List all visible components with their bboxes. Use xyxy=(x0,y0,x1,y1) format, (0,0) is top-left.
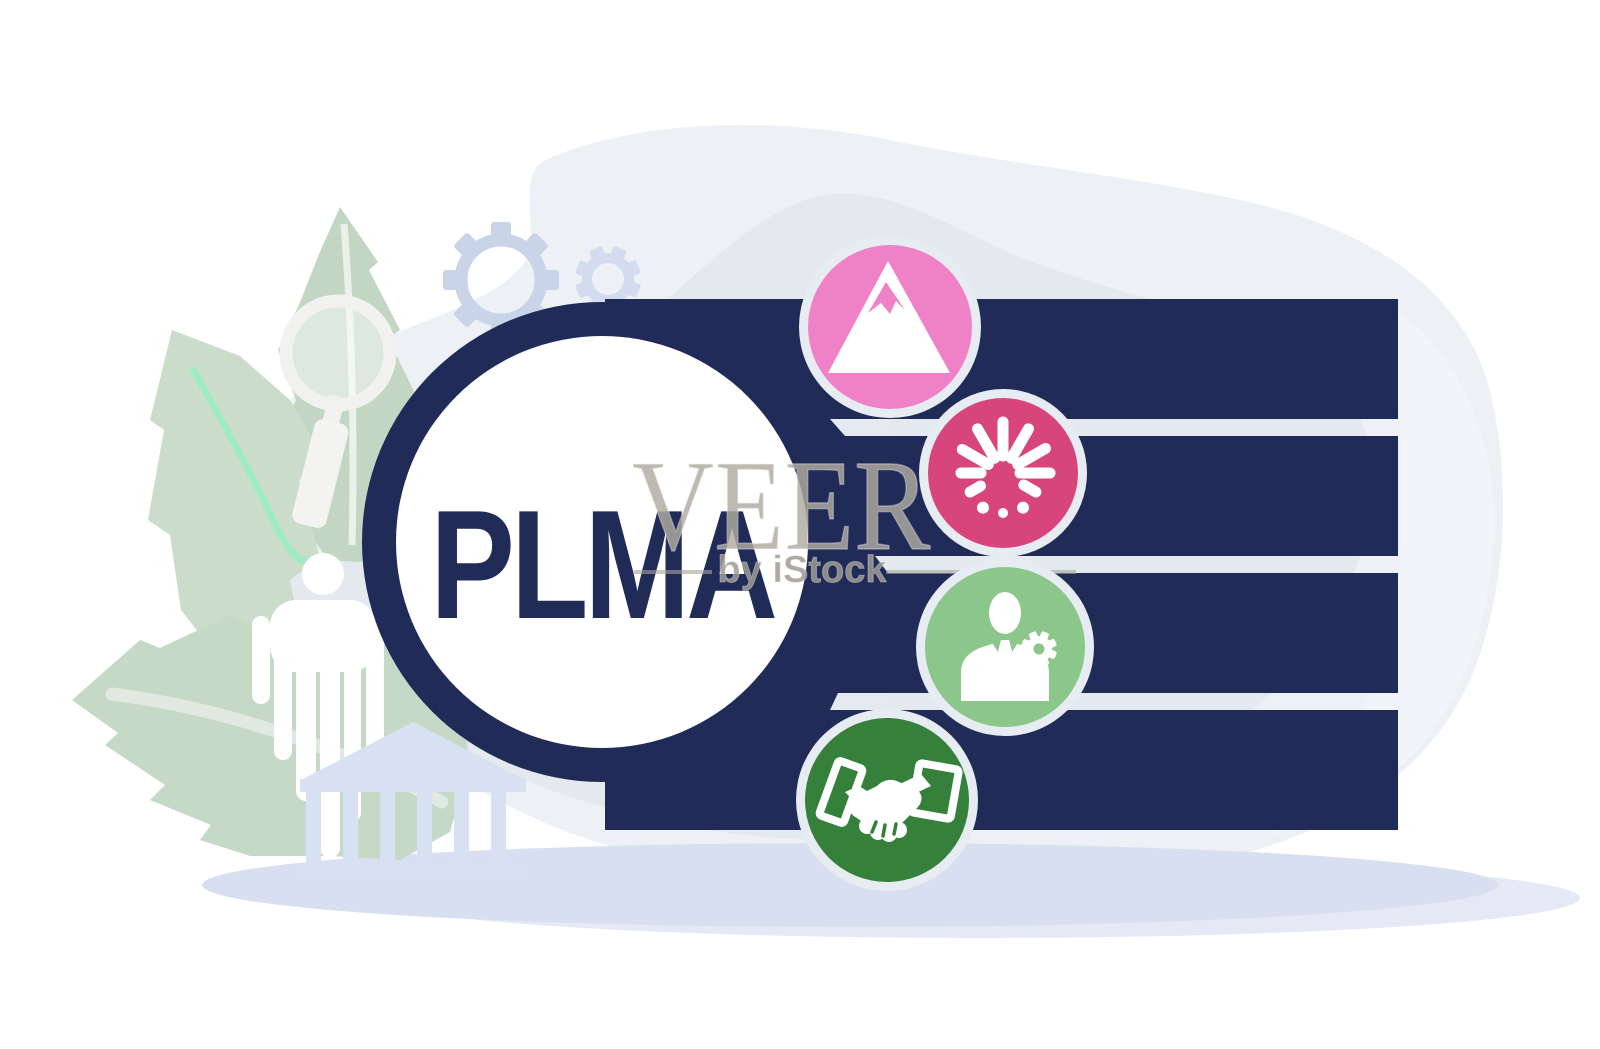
ground-shadow xyxy=(202,843,1498,927)
leaf-left xyxy=(148,330,330,656)
loading-spinner-icon xyxy=(955,416,1056,518)
watermark-rule-left xyxy=(634,570,712,574)
manager-gear-icon xyxy=(961,592,1057,701)
watermark-brand: VEER xyxy=(631,434,931,578)
magnifier-icon xyxy=(279,294,397,528)
handshake-icon xyxy=(815,757,963,842)
building-icon xyxy=(298,722,528,878)
acronym-text: PLMA xyxy=(430,478,778,651)
background-blob-highlight xyxy=(1268,300,1494,836)
watermark-byline: by iStock xyxy=(717,549,887,592)
load-circle xyxy=(928,398,1078,548)
leaf-tall-vein xyxy=(340,223,357,546)
leaf-accent-vein xyxy=(189,366,310,564)
panel-gap-3 xyxy=(830,693,890,710)
peak-circle xyxy=(808,245,972,409)
panel-gap-2 xyxy=(875,556,890,573)
bar-alliance: ALLIANCE xyxy=(640,710,1398,830)
alliance-circle xyxy=(805,718,969,882)
acronym-circle xyxy=(396,336,808,748)
panel-gap-1 xyxy=(830,419,890,436)
management-circle xyxy=(925,567,1085,727)
mountain-icon xyxy=(828,261,950,373)
small-gear-icon xyxy=(1021,631,1057,667)
